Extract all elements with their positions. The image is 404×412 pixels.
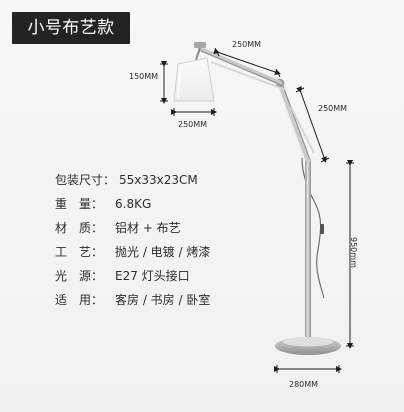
spec-label-light-source: 光 源：: [55, 269, 104, 283]
product-specs: 包装尺寸： 55x33x23CM 重 量： 6.8KG 材 质： 铝材 + 布艺…: [55, 174, 265, 318]
cable-switch: [320, 224, 324, 234]
spec-label-usage: 适 用：: [55, 293, 104, 307]
dimension-arm-right-tick-a: [295, 87, 305, 93]
upper-arm-edge: [200, 50, 282, 86]
lower-arm-edge: [281, 81, 311, 160]
dimension-label-base-width: 280MM: [289, 380, 319, 389]
spec-row-light-source: 光 源： E27 灯头接口: [55, 270, 265, 294]
spec-label-package: 包装尺寸：: [55, 173, 116, 187]
support-bar: [210, 61, 287, 91]
lower-arm: [277, 80, 311, 163]
dimension-label-height: 950mm: [349, 237, 358, 268]
shade-neck: [195, 47, 201, 61]
spec-row-usage: 适 用： 客房 / 书房 / 卧室: [55, 294, 265, 318]
dimension-label-shade-width: 250MM: [178, 120, 208, 129]
dimension-arm-right-tick-b: [320, 157, 330, 163]
lamp-base-top: [283, 337, 333, 347]
spec-label-material: 材 质：: [55, 221, 104, 235]
spec-row-process: 工 艺： 抛光 / 电镀 / 烤漆: [55, 246, 265, 270]
spec-row-weight: 重 量： 6.8KG: [55, 198, 265, 222]
spec-value-package: 55x33x23CM: [119, 173, 198, 187]
spec-value-process: 抛光 / 电镀 / 烤漆: [115, 245, 211, 259]
dimension-arm-top-tick-a: [214, 47, 220, 57]
spec-label-process: 工 艺：: [55, 245, 104, 259]
spec-value-light-source: E27 灯头接口: [115, 269, 190, 283]
spec-row-package: 包装尺寸： 55x33x23CM: [55, 174, 265, 198]
lower-arm-edge-2: [276, 83, 305, 161]
spec-value-weight: 6.8KG: [115, 197, 152, 211]
shade-mount: [194, 42, 206, 48]
dimension-arm-top: [213, 48, 281, 75]
dimension-label-arm-top: 250MM: [232, 40, 262, 49]
dimension-arm-top-tick-b: [275, 68, 281, 78]
dimension-label-shade-height: 150MM: [129, 72, 159, 81]
product-title-badge: 小号布艺款: [12, 12, 130, 44]
dimension-label-arm-right: 250MM: [318, 104, 348, 113]
spec-value-material: 铝材 + 布艺: [115, 221, 181, 235]
spec-row-material: 材 质： 铝材 + 布艺: [55, 222, 265, 246]
shade-highlight: [177, 65, 182, 99]
upper-arm: [197, 46, 283, 86]
main-pole: [305, 159, 311, 339]
lamp-shade: [173, 57, 215, 102]
spec-label-weight: 重 量：: [55, 197, 104, 211]
spec-value-usage: 客房 / 书房 / 卧室: [115, 293, 211, 307]
dimension-arm-right: [296, 86, 327, 163]
